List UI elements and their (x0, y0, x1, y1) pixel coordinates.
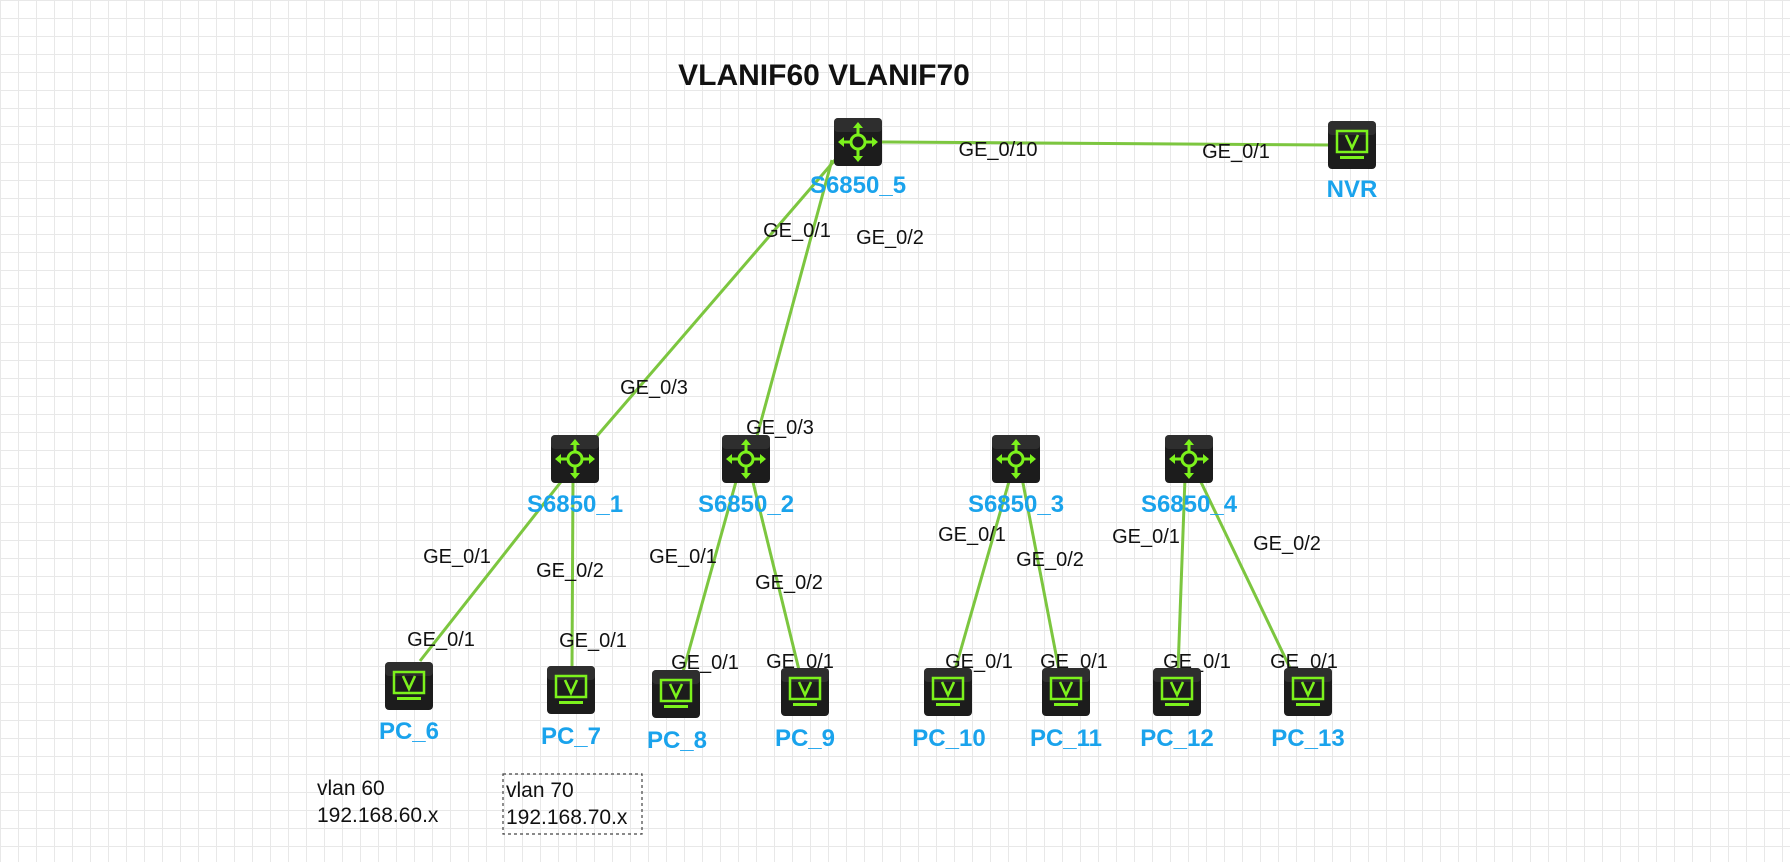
device-label-pc-8: PC_8 (647, 727, 707, 754)
port-label-PC_10-to-S6850_3: GE_0/1 (945, 651, 1013, 673)
device-label-pc-11: PC_11 (1030, 725, 1102, 752)
port-label-NVR-to-S6850_5: GE_0/1 (1202, 141, 1270, 163)
vlan-60-note-line1: vlan 60 (317, 777, 385, 800)
links-layer (418, 140, 1333, 673)
port-label-PC_12-to-S6850_4: GE_0/1 (1163, 651, 1231, 673)
port-label-PC_9-to-S6850_2: GE_0/1 (766, 651, 834, 673)
switch-s6850-2[interactable] (722, 435, 770, 483)
port-label-PC_13-to-S6850_4: GE_0/1 (1270, 651, 1338, 673)
port-label-S6850_1-to-S6850_5: GE_0/3 (620, 377, 688, 399)
port-label-S6850_5-to-S6850_1: GE_0/1 (763, 220, 831, 242)
device-label-s6850-4: S6850_4 (1141, 491, 1238, 518)
port-label-S6850_1-to-PC_6: GE_0/1 (423, 546, 491, 568)
port-label-PC_11-to-S6850_3: GE_0/1 (1040, 651, 1108, 673)
vlan-70-note-line2: 192.168.70.x (506, 806, 628, 829)
link-S6850_3-PC_10[interactable] (953, 477, 1012, 671)
device-label-nvr: NVR (1327, 176, 1378, 203)
switch-s6850-5[interactable] (834, 118, 882, 166)
link-S6850_5-S6850_2[interactable] (755, 159, 834, 437)
link-S6850_1-PC_7[interactable] (570, 477, 575, 669)
port-label-PC_6-to-S6850_1: GE_0/1 (407, 629, 475, 651)
pc-pc-10[interactable] (924, 668, 972, 716)
device-label-pc-7: PC_7 (541, 723, 601, 750)
port-label-S6850_1-to-PC_7: GE_0/2 (536, 560, 604, 582)
port-label-S6850_4-to-PC_12: GE_0/1 (1112, 526, 1180, 548)
monitor-icon (1284, 668, 1332, 716)
monitor-icon (781, 668, 829, 716)
monitor-icon (547, 666, 595, 714)
device-label-pc-6: PC_6 (379, 718, 439, 745)
port-label-S6850_5-to-NVR: GE_0/10 (959, 139, 1038, 161)
pc-pc-6[interactable] (385, 662, 433, 710)
devices-layer: S6850_5 NVR S6850_1 S6850_2 S6850_3 S6850_4PC… (379, 118, 1377, 754)
switch-icon (551, 435, 599, 483)
pc-pc-13[interactable] (1284, 668, 1332, 716)
vlan-70-note-box (502, 773, 643, 835)
device-label-s6850-5: S6850_5 (810, 172, 906, 199)
pc-nvr[interactable] (1328, 121, 1376, 169)
link-S6850_5-S6850_1[interactable] (595, 159, 837, 437)
link-S6850_5-NVR[interactable] (881, 140, 1333, 147)
port-label-S6850_2-to-PC_9: GE_0/2 (755, 572, 823, 594)
device-label-s6850-2: S6850_2 (698, 491, 794, 518)
device-label-pc-10: PC_10 (912, 725, 985, 752)
port-label-S6850_3-to-PC_11: GE_0/2 (1016, 549, 1084, 571)
port-label-S6850_4-to-PC_13: GE_0/2 (1253, 533, 1321, 555)
pc-pc-11[interactable] (1042, 668, 1090, 716)
switch-s6850-3[interactable] (992, 435, 1040, 483)
pc-pc-12[interactable] (1153, 668, 1201, 716)
pc-pc-7[interactable] (547, 666, 595, 714)
switch-icon (992, 435, 1040, 483)
monitor-icon (1153, 668, 1201, 716)
device-label-pc-12: PC_12 (1140, 725, 1213, 752)
port-label-S6850_3-to-PC_10: GE_0/1 (938, 524, 1006, 546)
device-label-pc-9: PC_9 (775, 725, 835, 752)
pc-pc-8[interactable] (652, 670, 700, 718)
vlan-70-note-line1: vlan 70 (506, 779, 574, 802)
port-label-PC_8-to-S6850_2: GE_0/1 (671, 652, 739, 674)
switch-s6850-1[interactable] (551, 435, 599, 483)
device-label-s6850-1: S6850_1 (527, 491, 623, 518)
link-S6850_2-PC_9[interactable] (750, 477, 801, 671)
diagram-title: VLANIF60 VLANIF70 (678, 59, 970, 92)
link-S6850_4-PC_13[interactable] (1197, 477, 1293, 671)
monitor-icon (385, 662, 433, 710)
switch-icon (834, 118, 882, 166)
monitor-icon (924, 668, 972, 716)
link-S6850_4-PC_12[interactable] (1176, 477, 1187, 671)
link-S6850_2-PC_8[interactable] (681, 477, 739, 673)
switch-icon (1165, 435, 1213, 483)
port-label-S6850_2-to-PC_8: GE_0/1 (649, 546, 717, 568)
monitor-icon (1328, 121, 1376, 169)
switch-icon (722, 435, 770, 483)
port-label-S6850_5-to-S6850_2: GE_0/2 (856, 227, 924, 249)
link-S6850_3-PC_11[interactable] (1020, 477, 1061, 671)
device-label-s6850-3: S6850_3 (968, 491, 1064, 518)
pc-pc-9[interactable] (781, 668, 829, 716)
switch-s6850-4[interactable] (1165, 435, 1213, 483)
port-label-S6850_2-to-S6850_5: GE_0/3 (746, 417, 814, 439)
device-label-pc-13: PC_13 (1271, 725, 1344, 752)
port-label-PC_7-to-S6850_1: GE_0/1 (559, 630, 627, 652)
vlan-60-note-line2: 192.168.60.x (317, 804, 439, 827)
monitor-icon (1042, 668, 1090, 716)
monitor-icon (652, 670, 700, 718)
link-S6850_1-PC_6[interactable] (418, 477, 566, 662)
notes-layer: vlan 60 192.168.60.x vlan 70 192.168.70.… (317, 773, 643, 835)
